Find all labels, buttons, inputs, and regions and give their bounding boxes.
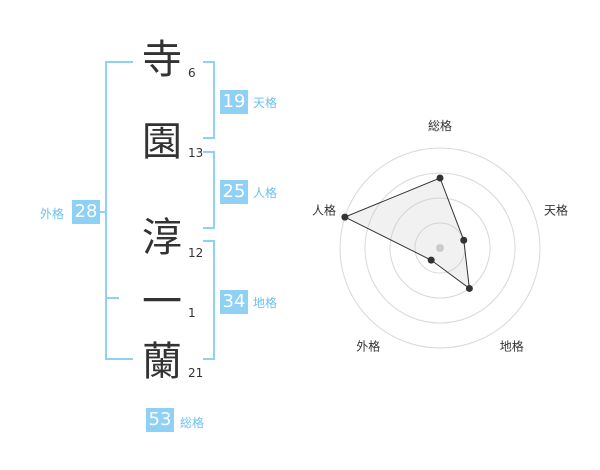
name-char-1: 寺 [142, 37, 182, 83]
tenkaku-value: 19 [220, 90, 248, 114]
bracket-divider [105, 297, 119, 299]
stroke-count-4: 1 [188, 306, 196, 320]
radar-point-5 [341, 213, 349, 221]
stroke-count-1: 6 [188, 66, 196, 80]
radar-point-2 [460, 236, 468, 244]
radar-axis-label-2: 天格 [544, 202, 568, 217]
radar-ring-4 [339, 147, 541, 349]
radar-point-1 [436, 174, 444, 182]
name-char-3: 淳 [142, 215, 182, 261]
name-char-4: 一 [142, 279, 182, 325]
chikaku-value: 34 [220, 290, 248, 314]
gaikaku-label: 外格 [40, 207, 65, 221]
radar-series-polygon [343, 177, 471, 290]
tenkaku-label: 天格 [253, 96, 278, 110]
radar-axis-label-1: 総格 [428, 118, 452, 133]
chikaku-label: 地格 [253, 296, 278, 310]
stroke-count-2: 13 [188, 146, 204, 160]
gaikaku-value: 28 [72, 200, 100, 224]
radar-point-4 [427, 256, 435, 264]
stroke-count-5: 21 [188, 366, 204, 380]
radar-center-dot [436, 244, 444, 252]
jinkaku-bracket [203, 151, 215, 229]
radar-axis-label-5: 人格 [312, 202, 336, 217]
chikaku-bracket [203, 240, 215, 360]
gaikaku-bracket [105, 61, 133, 360]
soukaku-value: 53 [146, 408, 174, 432]
radar-axis-label-4: 外格 [356, 339, 380, 354]
soukaku-label: 総格 [180, 416, 205, 430]
jinkaku-value: 25 [220, 180, 248, 204]
radar-ring-3 [364, 172, 516, 324]
jinkaku-label: 人格 [253, 186, 278, 200]
name-char-5: 蘭 [142, 339, 182, 385]
name-char-2: 園 [142, 119, 182, 165]
tenkaku-bracket [203, 61, 215, 139]
radar-ring-2 [389, 197, 491, 299]
stroke-count-3: 12 [188, 246, 204, 260]
radar-axis-label-3: 地格 [500, 339, 524, 354]
radar-point-3 [465, 284, 473, 292]
